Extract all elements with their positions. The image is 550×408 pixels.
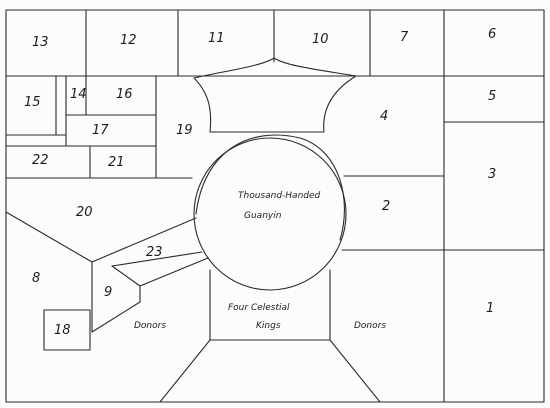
label-8: 8 bbox=[32, 271, 40, 286]
guanyin-label-line1: Thousand-Handed bbox=[238, 191, 321, 201]
r18-box bbox=[43, 309, 91, 351]
label-20: 20 bbox=[76, 205, 93, 220]
label-16: 16 bbox=[116, 87, 133, 102]
label-18: 18 bbox=[54, 323, 71, 338]
niche-outline bbox=[193, 57, 357, 133]
celestial-label-line2: Kings bbox=[256, 321, 281, 331]
r20-diagonal bbox=[5, 211, 93, 263]
donors-right-label: Donors bbox=[354, 321, 386, 331]
label-6: 6 bbox=[488, 27, 496, 42]
label-13: 13 bbox=[32, 35, 49, 50]
label-14: 14 bbox=[70, 87, 87, 102]
label-22: 22 bbox=[32, 153, 49, 168]
label-4: 4 bbox=[380, 109, 388, 124]
r23-upper-edge bbox=[91, 217, 197, 263]
label-11: 11 bbox=[208, 31, 225, 46]
r9-lower-edge bbox=[91, 301, 141, 333]
label-23: 23 bbox=[146, 245, 163, 260]
r9-upper-edge bbox=[111, 265, 141, 287]
label-15: 15 bbox=[24, 95, 41, 110]
label-7: 7 bbox=[400, 30, 409, 45]
label-2: 2 bbox=[382, 199, 390, 214]
r23-lower-edge bbox=[111, 251, 203, 267]
label-17: 17 bbox=[92, 123, 109, 138]
guanyin-halo bbox=[195, 134, 345, 241]
label-5: 5 bbox=[488, 89, 496, 104]
guanyin-circle bbox=[193, 137, 347, 291]
outer-frame bbox=[5, 9, 545, 403]
guanyin-label-line2: Guanyin bbox=[244, 211, 282, 221]
label-9: 9 bbox=[104, 285, 112, 300]
donors-left-label: Donors bbox=[134, 321, 166, 331]
entrance-right bbox=[329, 339, 381, 403]
r9-donor-edge bbox=[139, 257, 209, 287]
celestial-label-line1: Four Celestial bbox=[228, 303, 290, 313]
entrance-left bbox=[159, 339, 211, 403]
label-12: 12 bbox=[120, 33, 137, 48]
label-3: 3 bbox=[488, 167, 496, 182]
label-19: 19 bbox=[176, 123, 193, 138]
label-21: 21 bbox=[108, 155, 125, 170]
label-10: 10 bbox=[312, 32, 329, 47]
label-1: 1 bbox=[486, 301, 494, 316]
